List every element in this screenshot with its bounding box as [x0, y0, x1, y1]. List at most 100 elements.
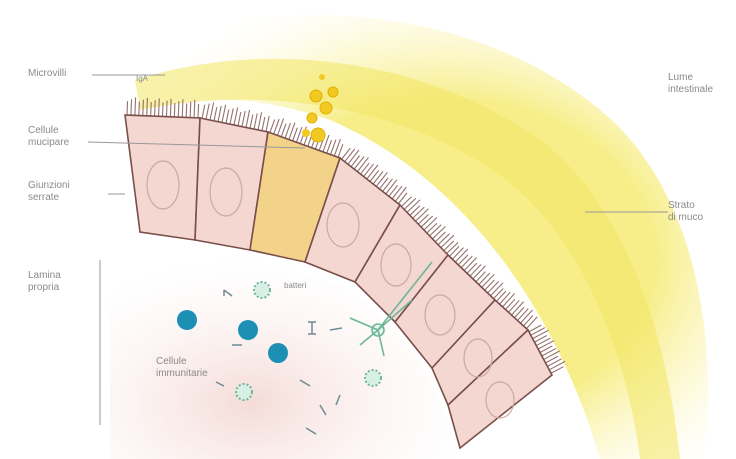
microvillus-icon	[441, 235, 454, 247]
microvillus-icon	[449, 246, 459, 256]
microvillus-icon	[186, 103, 187, 117]
microvillus-icon	[155, 100, 156, 116]
immune-cell-icon	[238, 320, 258, 340]
microvillus-icon	[542, 348, 556, 356]
microvillus-icon	[531, 328, 545, 336]
epithelial-cell	[125, 115, 200, 240]
label-microvilli: Microvilli	[28, 68, 66, 80]
microvillus-icon	[163, 103, 164, 117]
microvillus-icon	[373, 171, 383, 184]
microvillus-icon	[509, 300, 520, 312]
microvillus-icon	[147, 98, 148, 116]
microvillus-icon	[345, 149, 355, 162]
microvillus-icon	[395, 187, 406, 201]
microvillus-icon	[427, 223, 437, 233]
microvillus-icon	[467, 263, 477, 273]
microvillus-icon	[206, 104, 209, 120]
label-tight-junctions: Giunzioni serrate	[28, 180, 70, 204]
microvillus-icon	[214, 107, 217, 121]
microvillus-icon	[159, 98, 160, 116]
microvillus-icon	[190, 102, 191, 118]
microvillus-icon	[230, 109, 233, 125]
microvillus-icon	[250, 115, 253, 129]
microvillus-icon	[538, 341, 554, 349]
microvillus-icon	[497, 291, 506, 301]
microvillus-icon	[515, 307, 524, 317]
microvillus-icon	[370, 170, 379, 181]
microvillus-icon	[258, 112, 262, 130]
microvillus-icon	[376, 172, 387, 186]
microvillus-icon	[491, 283, 503, 296]
microvillus-icon	[174, 103, 175, 117]
microvillus-icon	[367, 165, 378, 179]
microvillus-icon	[262, 117, 265, 131]
microvillus-icon	[383, 179, 393, 192]
microvillus-icon	[222, 105, 226, 123]
microvillus-icon	[266, 116, 269, 132]
microvillus-icon	[473, 266, 485, 279]
microvillus-icon	[458, 255, 468, 265]
microvillus-icon	[342, 148, 351, 159]
microvillus-icon	[512, 302, 524, 315]
microvillus-icon	[421, 216, 433, 227]
microvillus-icon	[476, 272, 486, 282]
microvillus-icon	[482, 274, 494, 287]
microvillus-icon	[218, 106, 221, 122]
microvillus-icon	[418, 214, 428, 224]
microvillus-icon	[527, 317, 538, 329]
microvillus-icon	[503, 293, 515, 306]
microvillus-icon	[194, 100, 195, 118]
immune-cell-icon	[268, 343, 288, 363]
label-immune-cells: Cellule immunitarie	[156, 356, 208, 380]
microvillus-icon	[455, 249, 467, 262]
microvillus-icon	[424, 218, 437, 230]
label-lamina-propria: Lamina propria	[28, 270, 61, 294]
microvillus-icon	[226, 110, 229, 124]
microvillus-icon	[479, 273, 490, 285]
microvillus-icon	[444, 241, 454, 251]
microvillus-icon	[178, 101, 179, 117]
immune-cell-icon	[365, 370, 381, 386]
microvillus-icon	[410, 206, 420, 216]
microvillus-icon	[506, 299, 515, 309]
mucus-granule-icon	[307, 113, 317, 123]
microvillus-icon	[246, 110, 250, 128]
microvillus-icon	[464, 257, 476, 270]
microvillus-icon	[407, 200, 420, 212]
microvillus-icon	[234, 107, 238, 125]
microvillus-icon	[151, 102, 152, 116]
mucus-granule-icon	[328, 87, 338, 97]
microvillus-icon	[488, 281, 499, 293]
microvillus-icon	[379, 178, 388, 189]
microvillus-icon	[202, 105, 205, 119]
microvillus-icon	[447, 242, 459, 253]
microvillus-icon	[143, 100, 144, 116]
microvillus-icon	[242, 111, 245, 127]
mucus-granule-icon	[310, 90, 322, 102]
microvillus-icon	[135, 97, 136, 115]
microvillus-icon	[536, 338, 550, 346]
microvillus-icon	[198, 104, 199, 118]
label-mucus-cells: Cellule mucipare	[28, 125, 69, 149]
microvillus-icon	[351, 156, 360, 167]
mucus-granule-icon	[302, 129, 310, 137]
microvillus-icon	[432, 226, 445, 238]
microvillus-icon	[547, 359, 561, 367]
microvillus-icon	[139, 102, 140, 116]
label-antibodies: IgA	[136, 74, 148, 84]
microvillus-icon	[386, 180, 397, 194]
microvillus-icon	[392, 186, 402, 199]
microvillus-icon	[131, 99, 132, 115]
microvillus-icon	[470, 265, 481, 277]
microvillus-icon	[327, 140, 332, 153]
microvillus-icon	[210, 102, 214, 120]
microvillus-icon	[357, 157, 368, 171]
immune-cell-icon	[177, 310, 197, 330]
microvillus-icon	[281, 124, 286, 137]
microvillus-icon	[238, 112, 241, 126]
microvillus-icon	[182, 99, 183, 117]
label-lumen: Lume intestinale	[668, 72, 713, 96]
microvillus-icon	[170, 99, 171, 117]
microvillus-icon	[485, 280, 495, 290]
